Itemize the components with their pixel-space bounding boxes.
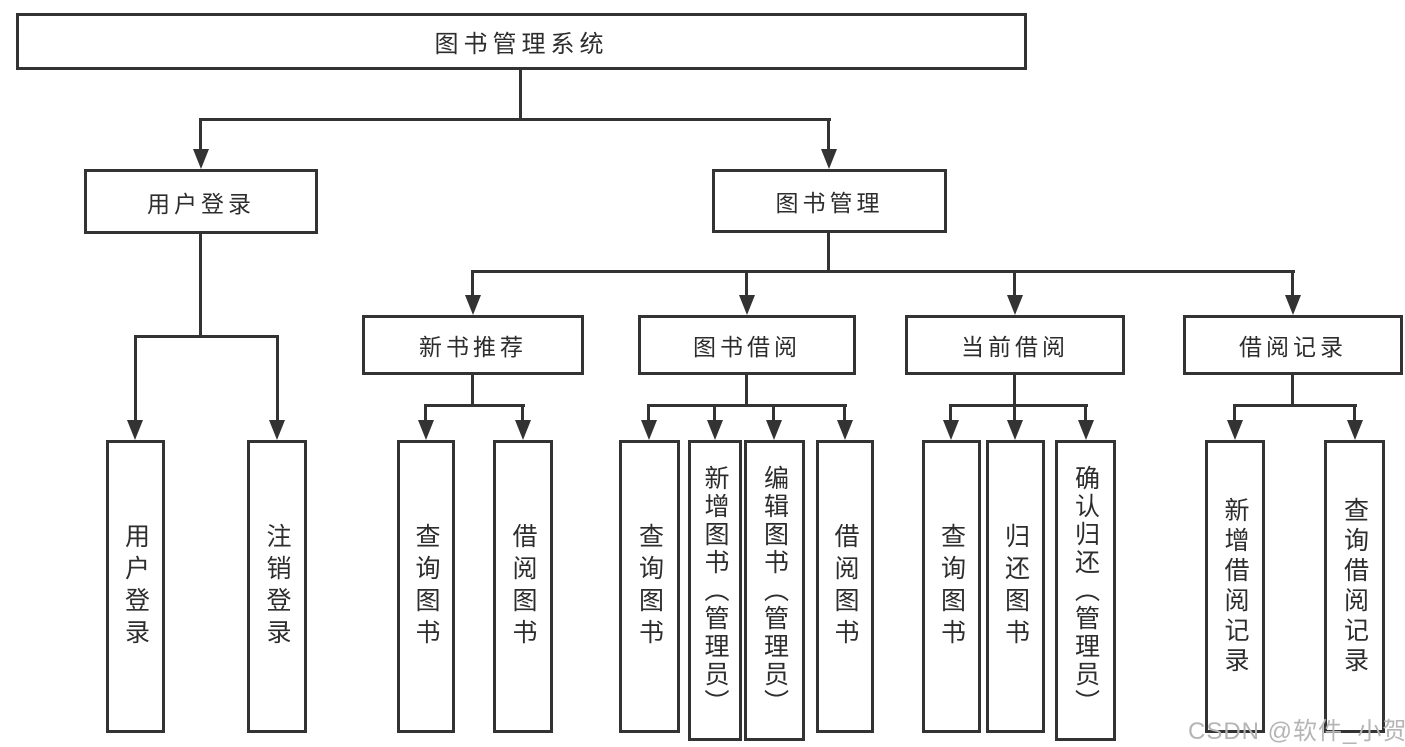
connector-line — [199, 118, 831, 121]
arrow-down-icon — [1007, 420, 1023, 440]
connector-line — [519, 68, 522, 121]
connector-line — [424, 404, 525, 407]
connector-line — [471, 270, 1295, 273]
connector-line — [1233, 404, 1357, 407]
arrow-down-icon — [821, 149, 837, 169]
connector-line — [745, 270, 748, 298]
connector-line — [827, 232, 830, 273]
leaf-add-borrow-record: 新增借阅记录 — [1205, 440, 1265, 733]
connector-line — [471, 270, 474, 298]
connector-line — [1013, 270, 1016, 298]
node-library-system: 图书管理系统 — [16, 13, 1027, 70]
connector-line — [1233, 404, 1236, 422]
node-user-login: 用户登录 — [84, 169, 318, 234]
arrow-down-icon — [515, 420, 531, 440]
leaf-query-books-recommend: 查询图书 — [397, 440, 455, 733]
connector-line — [713, 404, 716, 422]
leaf-add-book-admin: 新增图书（管理员） — [688, 440, 742, 741]
connector-line — [949, 404, 1088, 407]
arrow-down-icon — [269, 420, 285, 440]
connector-line — [199, 233, 202, 338]
arrow-down-icon — [1007, 295, 1023, 315]
arrow-down-icon — [1347, 420, 1363, 440]
node-book-borrowing: 图书借阅 — [638, 315, 856, 375]
leaf-borrow-books: 借阅图书 — [816, 440, 874, 733]
arrow-down-icon — [707, 420, 723, 440]
arrow-down-icon — [766, 420, 782, 440]
leaf-return-book: 归还图书 — [986, 440, 1045, 733]
leaf-edit-book-admin: 编辑图书（管理员） — [744, 440, 805, 741]
connector-line — [772, 404, 775, 422]
arrow-down-icon — [739, 295, 755, 315]
connector-line — [949, 404, 952, 422]
arrow-down-icon — [127, 420, 143, 440]
leaf-query-books-borrow: 查询图书 — [619, 440, 680, 733]
connector-line — [1353, 404, 1356, 422]
arrow-down-icon — [418, 420, 434, 440]
leaf-logout: 注销登录 — [247, 440, 307, 733]
connector-line — [745, 375, 748, 407]
arrow-down-icon — [193, 149, 209, 169]
arrow-down-icon — [1227, 420, 1243, 440]
leaf-borrow-books-recommend: 借阅图书 — [493, 440, 553, 733]
leaf-query-borrow-record: 查询借阅记录 — [1324, 440, 1385, 733]
connector-line — [134, 335, 279, 338]
arrow-down-icon — [641, 420, 657, 440]
connector-line — [1084, 404, 1087, 422]
connector-line — [424, 404, 427, 422]
arrow-down-icon — [837, 420, 853, 440]
connector-line — [471, 375, 474, 407]
connector-line — [843, 404, 846, 422]
connector-line — [647, 404, 847, 407]
leaf-query-books-current: 查询图书 — [922, 440, 981, 733]
leaf-confirm-return-admin: 确认归还（管理员） — [1055, 440, 1116, 741]
connector-line — [827, 118, 830, 152]
arrow-down-icon — [943, 420, 959, 440]
arrow-down-icon — [1078, 420, 1094, 440]
node-borrowing-records: 借阅记录 — [1183, 315, 1403, 375]
connector-line — [199, 118, 202, 152]
connector-line — [1291, 375, 1294, 407]
node-current-borrowing: 当前借阅 — [905, 315, 1125, 375]
connector-line — [647, 404, 650, 422]
node-book-management: 图书管理 — [712, 169, 947, 233]
watermark: CSDN @软件_小贺同学 — [1188, 718, 1405, 745]
connector-line — [134, 335, 137, 423]
arrow-down-icon — [465, 295, 481, 315]
node-new-book-recommend: 新书推荐 — [362, 315, 584, 375]
connector-line — [1013, 375, 1016, 407]
connector-line — [276, 335, 279, 423]
arrow-down-icon — [1285, 295, 1301, 315]
leaf-user-login: 用户登录 — [106, 440, 165, 733]
connector-line — [1013, 404, 1016, 422]
connector-line — [1291, 270, 1294, 298]
connector-line — [521, 404, 524, 422]
